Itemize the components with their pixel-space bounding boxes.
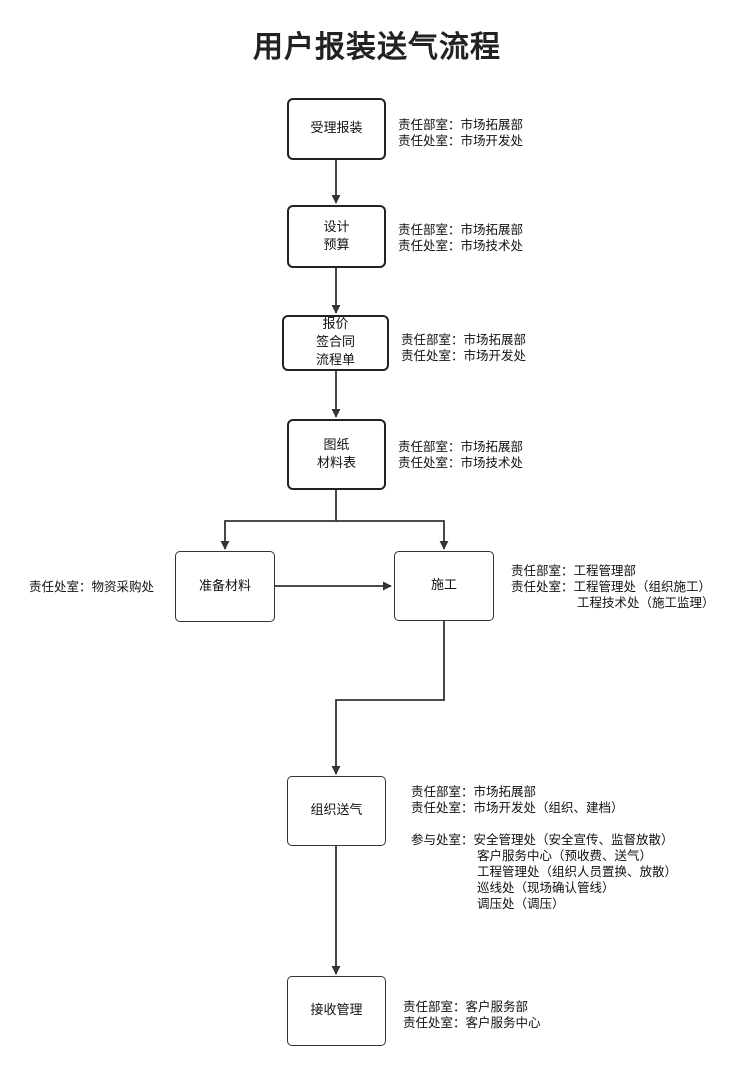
note-handover: 责任部室：客户服务部 责任处室：客户服务中心 — [403, 999, 541, 1031]
note-gas-participant-4: 巡线处（现场确认管线） — [477, 880, 615, 895]
note-gas-participant-1: 安全管理处（安全宣传、监督放散） — [473, 832, 674, 847]
note-quote-office: 责任处室：市场开发处 — [401, 348, 527, 363]
arrow-drawing-to-construct — [336, 520, 449, 550]
note-gas-participant-row: 参与处室：安全管理处（安全宣传、监督放散） — [411, 832, 677, 848]
note-design-office: 责任处室：市场技术处 — [398, 238, 524, 253]
node-design-budget: 设计 预算 — [287, 205, 386, 268]
note-construct-dept: 责任部室：工程管理部 — [511, 563, 637, 578]
note-quote-dept: 责任部室：市场拓展部 — [401, 332, 527, 347]
note-design-dept: 责任部室：市场拓展部 — [398, 222, 524, 237]
note-accept-office: 责任处室：市场开发处 — [398, 133, 524, 148]
note-prepare-office: 责任处室：物资采购处 — [29, 579, 155, 594]
arrow-drawing-to-prepare — [220, 490, 337, 550]
note-prepare: 责任处室：物资采购处 — [29, 579, 154, 595]
note-gas-participants-label: 参与处室： — [411, 832, 474, 847]
note-construct-office-row: 责任处室：工程管理处（组织施工） — [511, 579, 715, 595]
node-drawings-materials: 图纸 材料表 — [287, 419, 386, 490]
note-accept-dept: 责任部室：市场拓展部 — [398, 117, 524, 132]
node-quote-contract: 报价 签合同 流程单 — [282, 315, 389, 371]
note-gas-participant-5: 调压处（调压） — [477, 896, 565, 911]
node-takeover-management: 接收管理 — [287, 976, 386, 1046]
note-design: 责任部室：市场拓展部 责任处室：市场技术处 — [398, 222, 523, 254]
note-gas-participant-3: 工程管理处（组织人员置换、放散） — [477, 864, 678, 879]
arrow-construct-to-gas — [331, 621, 445, 775]
note-accept: 责任部室：市场拓展部 责任处室：市场开发处 — [398, 117, 523, 149]
node-prepare-materials: 准备材料 — [175, 551, 275, 622]
note-handover-dept: 责任部室：客户服务部 — [403, 999, 529, 1014]
note-gas-dept: 责任部室：市场拓展部 — [411, 784, 537, 799]
note-drawing: 责任部室：市场拓展部 责任处室：市场技术处 — [398, 439, 523, 471]
note-construct-office-label: 责任处室： — [511, 579, 574, 594]
note-gas-office: 责任处室：市场开发处（组织、建档） — [411, 800, 624, 815]
note-gas-participant-2: 客户服务中心（预收费、送气） — [477, 848, 653, 863]
page-title: 用户报装送气流程 — [253, 30, 501, 65]
note-drawing-office: 责任处室：市场技术处 — [398, 455, 524, 470]
note-construct-office-2: 工程技术处（施工监理） — [577, 595, 715, 610]
note-construct-office-1: 工程管理处（组织施工） — [573, 579, 712, 594]
node-accept-application: 受理报装 — [287, 98, 386, 160]
note-drawing-dept: 责任部室：市场拓展部 — [398, 439, 524, 454]
note-handover-office: 责任处室：客户服务中心 — [403, 1015, 541, 1030]
note-quote: 责任部室：市场拓展部 责任处室：市场开发处 — [401, 332, 526, 364]
node-construction: 施工 — [394, 551, 494, 621]
note-construct: 责任部室：工程管理部 责任处室：工程管理处（组织施工） 工程技术处（施工监理） — [511, 563, 715, 611]
note-gas: 责任部室：市场拓展部 责任处室：市场开发处（组织、建档） 参与处室：安全管理处（… — [411, 784, 677, 912]
node-organize-gas-supply: 组织送气 — [287, 776, 386, 846]
